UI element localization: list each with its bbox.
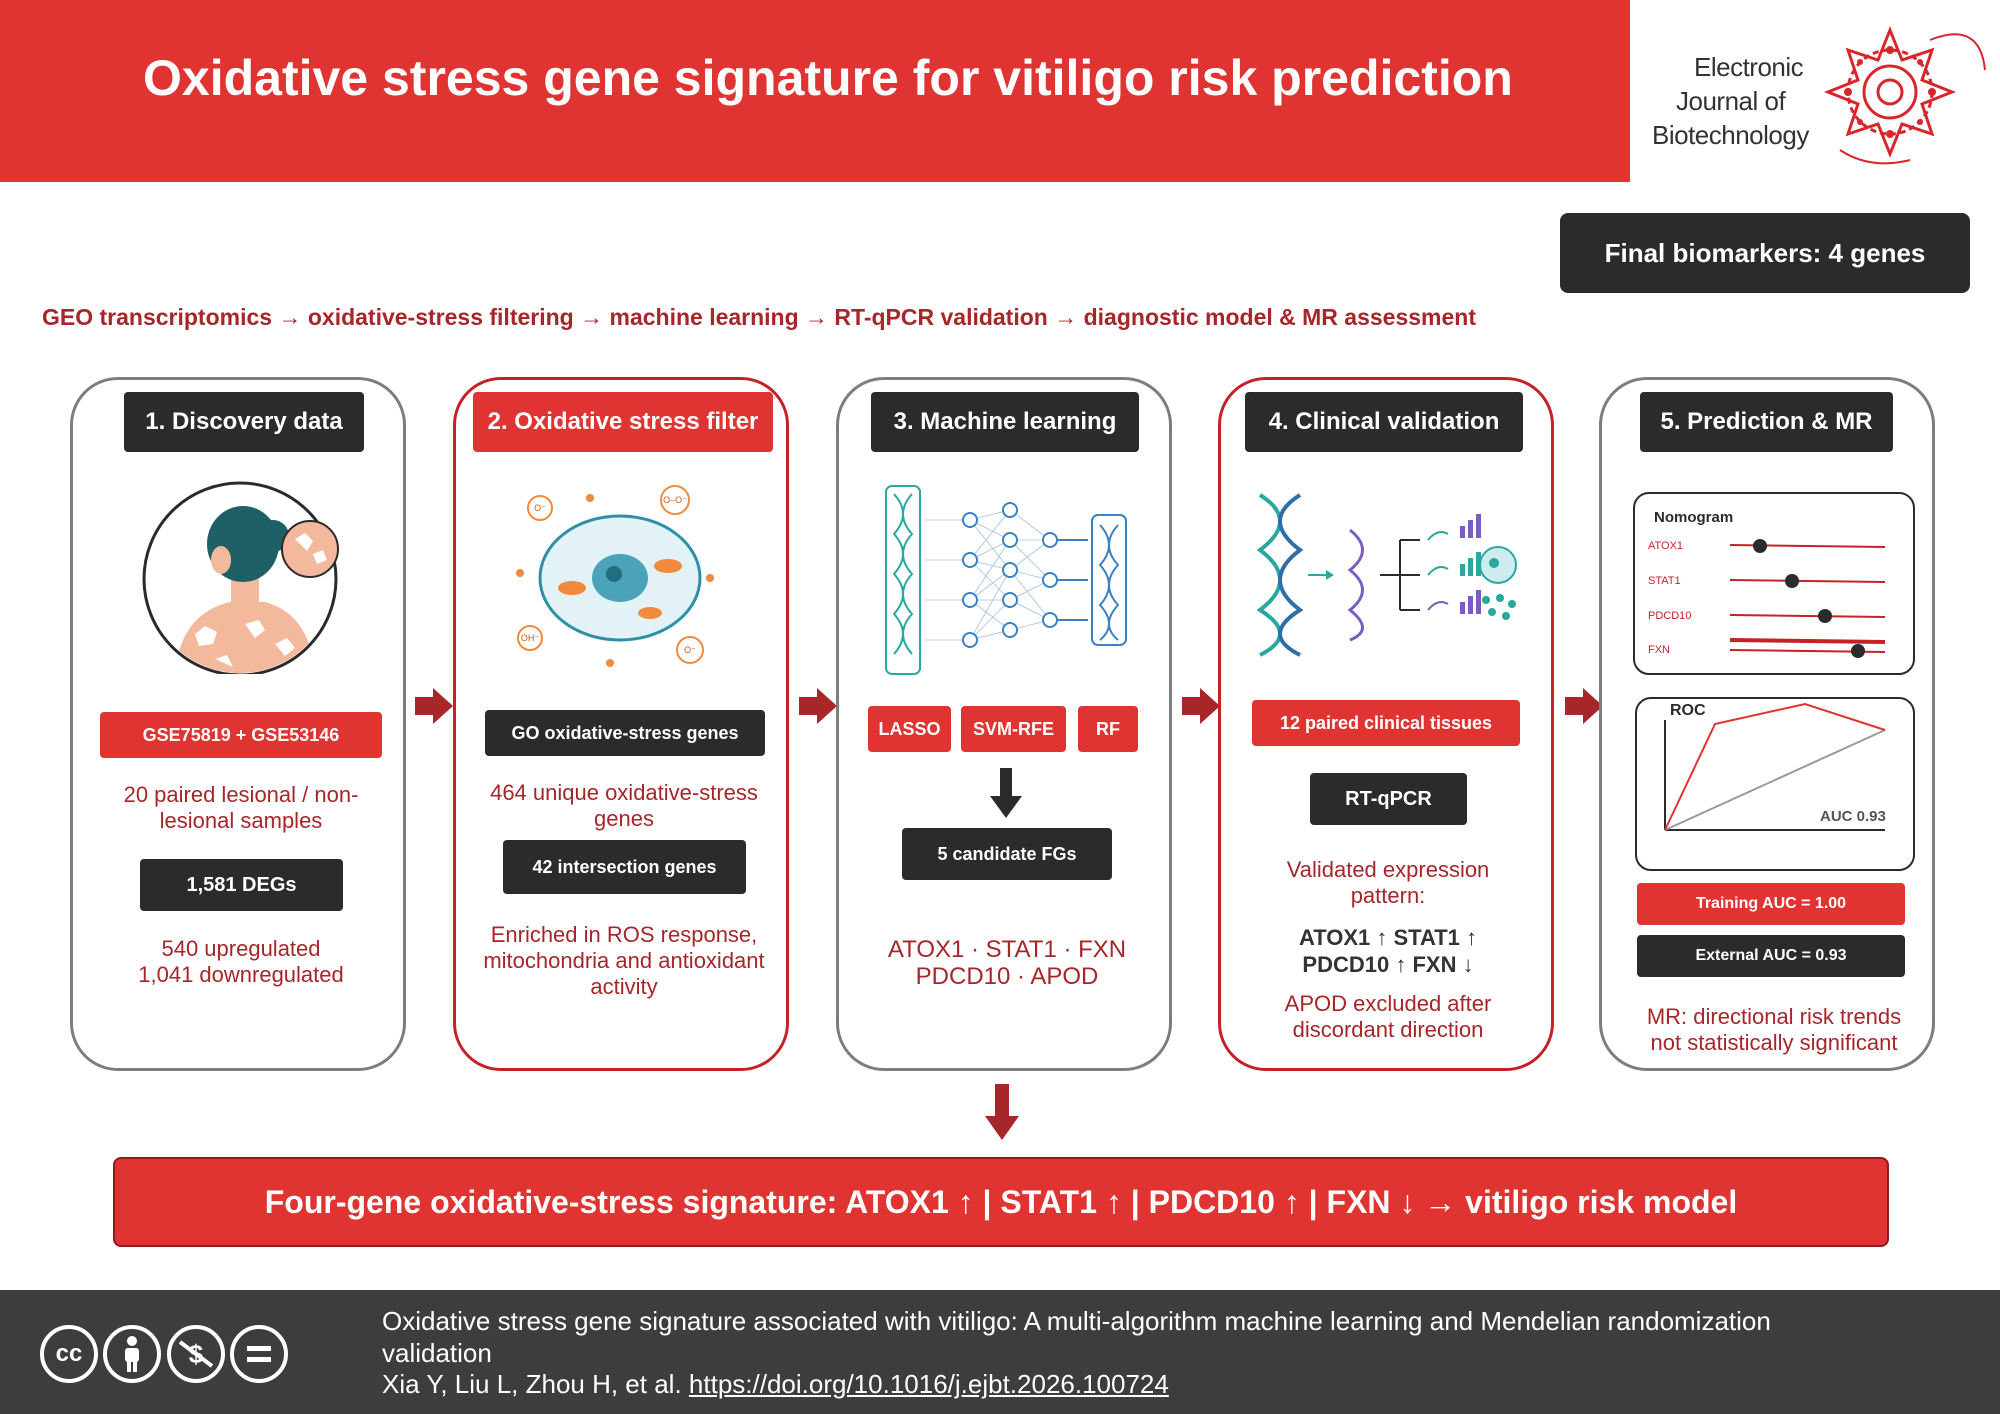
panel-4-apod-text: APOD excluded after discordant direction xyxy=(1284,991,1492,1042)
panel-2-enrichment-text: Enriched in ROS response, mitochondria a… xyxy=(483,922,765,999)
ros-label-4: O⁻ xyxy=(684,645,696,655)
cell-ros-illustration: O⁻ O–O⁻ OH⁻ O⁻ xyxy=(516,485,714,667)
signature-summary-banner: Four-gene oxidative-stress signature: AT… xyxy=(113,1157,1889,1247)
nomogram-row-label: PDCD10 xyxy=(1648,610,1692,622)
ros-label-1: O⁻ xyxy=(534,503,546,513)
panel-3-genes-line1: ATOX1 · STAT1 · FXN xyxy=(887,936,1127,963)
ros-label-3: OH⁻ xyxy=(521,633,540,643)
panel-1-downregulated: 1,041 downregulated xyxy=(138,962,344,987)
arrow-right-icon xyxy=(1182,688,1220,724)
journal-logo-line2: Journal of xyxy=(1676,86,1786,116)
external-auc-chip: External AUC = 0.93 xyxy=(1637,935,1905,977)
panel-4-validated-text: Validated expression pattern: xyxy=(1286,857,1490,908)
journal-logo: Electronic Journal of Biotechnology xyxy=(1630,0,2000,182)
panel-3-lasso-chip: LASSO xyxy=(868,706,951,752)
arrow-down-icon xyxy=(990,768,1022,818)
neural-network-illustration xyxy=(885,485,1127,675)
training-auc-chip: Training AUC = 1.00 xyxy=(1637,883,1905,925)
nomogram-title: Nomogram xyxy=(1654,509,1734,526)
roc-card xyxy=(1635,697,1915,871)
nd-icon xyxy=(230,1325,288,1383)
journal-logo-line1: Electronic xyxy=(1694,52,1804,82)
header-band xyxy=(0,0,1630,182)
panel-5-title: 5. Prediction & MR xyxy=(1640,392,1893,452)
citation-authors: Xia Y, Liu L, Zhou H, et al. xyxy=(382,1369,682,1399)
final-biomarkers-badge: Final biomarkers: 4 genes xyxy=(1560,213,1970,293)
panel-1-sample-text: 20 paired lesional / non-lesional sample… xyxy=(123,782,359,833)
arrow-right-icon xyxy=(1565,688,1603,724)
roc-auc-label: AUC 0.93 xyxy=(1820,808,1886,825)
ros-label-2: O–O⁻ xyxy=(663,495,687,505)
panel-3-candidates-chip: 5 candidate FGs xyxy=(902,828,1112,880)
vitiligo-patient-illustration xyxy=(142,481,339,674)
page-title: Oxidative stress gene signature for viti… xyxy=(143,50,1513,106)
nomogram-card xyxy=(1633,492,1915,675)
dna-expression-illustration xyxy=(1256,493,1517,657)
panel-2-unique-genes-text: 464 unique oxidative-stress genes xyxy=(490,780,758,831)
roc-title: ROC xyxy=(1670,702,1706,719)
by-icon xyxy=(103,1325,161,1383)
doi-link[interactable]: https://doi.org/10.1016/j.ejbt.2026.1007… xyxy=(688,1369,1169,1399)
panel-3-title: 3. Machine learning xyxy=(871,392,1139,452)
roc-curve-chart xyxy=(1664,702,1886,831)
arrow-down-icon xyxy=(985,1084,1019,1140)
cc-icon: cc xyxy=(40,1325,98,1383)
panel-3-genes-line2: PDCD10 · APOD xyxy=(915,963,1099,990)
nomogram-row-label: STAT1 xyxy=(1648,575,1681,587)
pipeline-summary: GEO transcriptomics → oxidative-stress f… xyxy=(42,304,1476,330)
citation-title: Oxidative stress gene signature associat… xyxy=(382,1306,1771,1368)
panel-4-rtqpcr-chip: RT-qPCR xyxy=(1310,773,1467,825)
citation-line: Xia Y, Liu L, Zhou H, et al. https://doi… xyxy=(382,1368,1169,1400)
panel-1-degs-chip: 1,581 DEGs xyxy=(140,859,343,911)
panel-3-rf-chip: RF xyxy=(1078,706,1138,752)
panel-4-genes-line1: ATOX1 ↑ STAT1 ↑ xyxy=(1298,925,1478,950)
footer-bar xyxy=(0,1290,2000,1414)
panel-4-genes-line2: PDCD10 ↑ FXN ↓ xyxy=(1302,952,1474,977)
panel-2-intersection-chip: 42 intersection genes xyxy=(503,840,746,894)
panel-3-svm-rfe-chip: SVM-RFE xyxy=(961,706,1066,752)
nomogram-scales xyxy=(1729,539,1886,658)
panel-1-upregulated: 540 upregulated xyxy=(161,936,321,961)
flower-emblem-icon xyxy=(1823,25,1986,165)
nomogram-row-label: FXN xyxy=(1648,644,1670,656)
nc-icon: $ xyxy=(167,1325,225,1383)
arrow-right-icon xyxy=(415,688,453,724)
panel-4-title: 4. Clinical validation xyxy=(1245,392,1523,452)
panel-4-tissues-chip: 12 paired clinical tissues xyxy=(1252,700,1520,746)
panel-1-title: 1. Discovery data xyxy=(124,392,364,452)
arrow-right-icon xyxy=(799,688,837,724)
nomogram-row-label: ATOX1 xyxy=(1648,540,1684,552)
panel-1-dataset-chip: GSE75819 + GSE53146 xyxy=(100,712,382,758)
panel-2-go-chip: GO oxidative-stress genes xyxy=(485,710,765,756)
panel-2-title: 2. Oxidative stress filter xyxy=(473,392,773,452)
journal-logo-line3: Biotechnology xyxy=(1652,120,1809,150)
panel-5-mr-text: MR: directional risk trends not statisti… xyxy=(1646,1004,1902,1055)
